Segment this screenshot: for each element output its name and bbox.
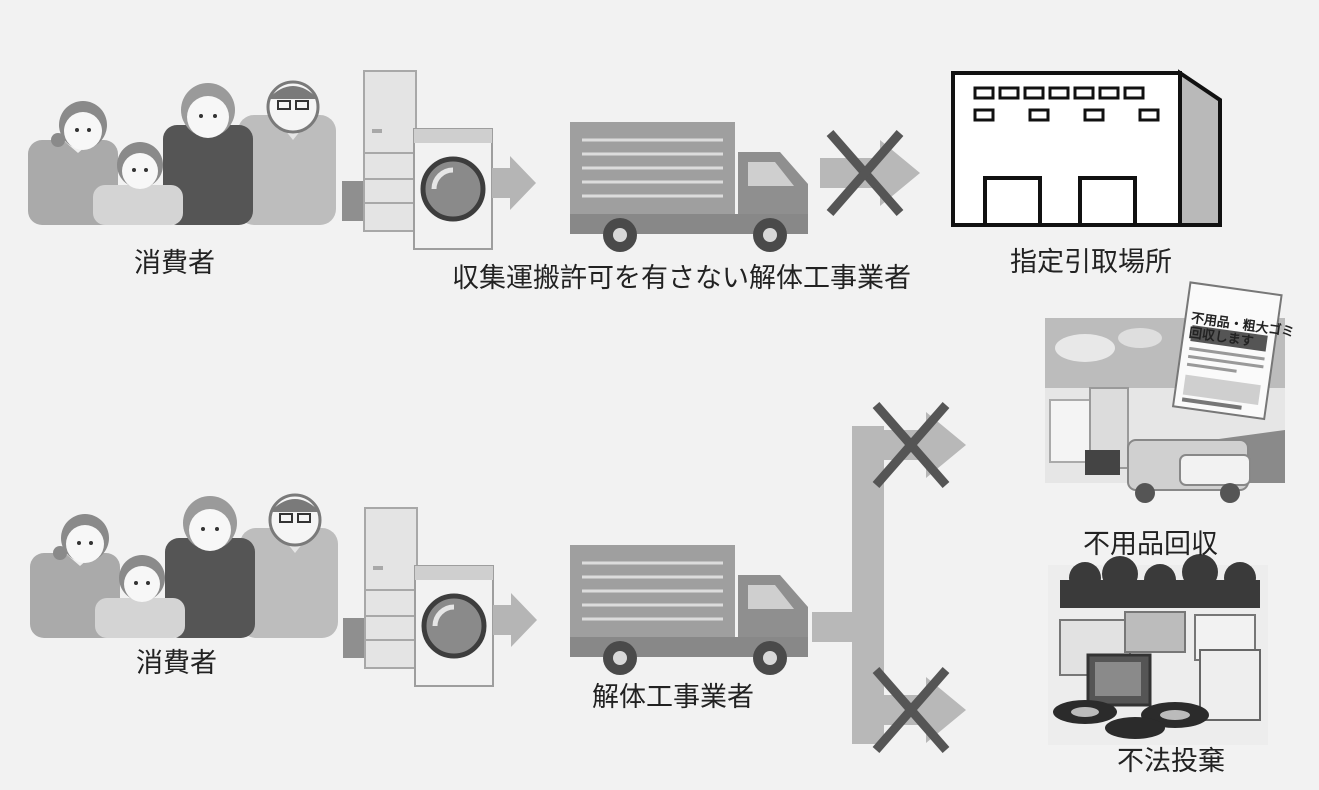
demolition-contractor-label: 解体工事業者 [592,682,754,713]
appliances-illustration-bottom [343,508,537,686]
designated-site-building-icon [951,69,1222,227]
appliances-illustration-top [342,71,536,249]
truck-illustration-top [568,120,810,254]
prohibited-arrow-bottom-upper [866,405,966,485]
truck-illustration-bottom [568,543,810,677]
consumer-label-top: 消費者 [134,248,215,279]
consumer-family-illustration-top [26,80,338,227]
prohibited-arrow-top [820,133,920,213]
illegal-dumping-label: 不法投棄 [1117,746,1225,777]
designated-collection-site-label: 指定引取場所 [1010,247,1172,278]
junk-collection-flyer [1171,281,1283,421]
prohibited-arrow-bottom-lower [866,670,966,750]
junk-collection-label: 不用品回収 [1083,529,1218,560]
consumer-family-illustration-bottom [28,493,340,640]
illegal-dumping-photo [1048,554,1268,745]
unlicensed-demolition-contractor-label: 収集運搬許可を有さない解体工事業者 [452,263,911,294]
consumer-label-bottom: 消費者 [136,648,217,679]
